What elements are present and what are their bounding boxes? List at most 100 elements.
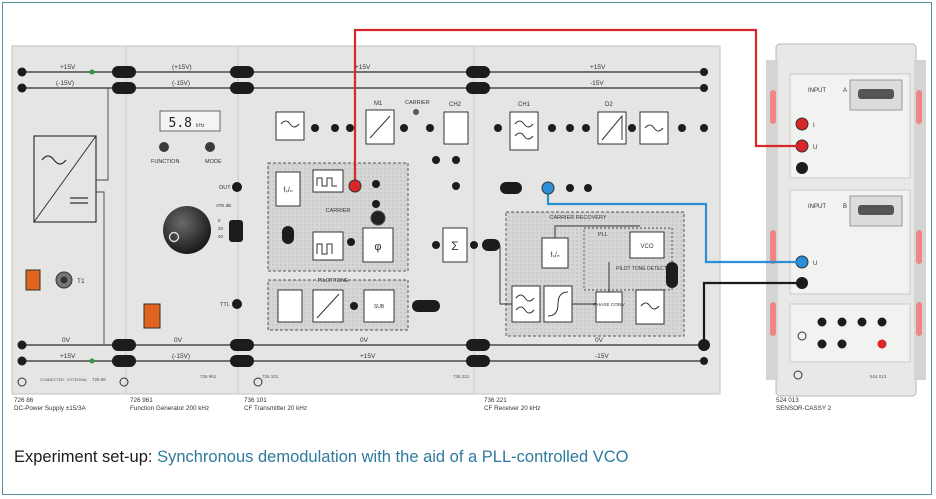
svg-text:PILOTTONE: PILOTTONE <box>317 278 348 284</box>
ac-symbol-icon <box>41 155 67 165</box>
svg-text:MODE: MODE <box>205 159 222 165</box>
mode-button[interactable] <box>205 142 215 152</box>
svg-text:CH1: CH1 <box>518 102 531 108</box>
rail-label: (-15V) <box>172 80 190 87</box>
frequency-knob[interactable] <box>163 206 211 254</box>
svg-text:fₛ/ₙ: fₛ/ₙ <box>283 187 293 194</box>
svg-text:fₛ/ₙ: fₛ/ₙ <box>550 252 560 259</box>
ground-icon <box>17 377 27 387</box>
function-generator-module: 5.8 kHz FUNCTION MODE OUT TTL ATE dB 0 2… <box>119 110 243 387</box>
module-name: DC-Power Supply ±15/3A <box>14 405 87 412</box>
phase-knob[interactable] <box>370 210 386 226</box>
rail-label: -15V <box>590 80 604 87</box>
input-filter-block <box>275 111 305 141</box>
svg-text:5.8: 5.8 <box>169 116 192 131</box>
rail-label: +15V <box>360 353 376 360</box>
ttl-socket[interactable] <box>232 299 242 309</box>
figure-caption: Experiment set-up: Synchronous demodulat… <box>14 448 629 467</box>
module-name: Function Generator 200 kHz <box>130 405 209 412</box>
carrier-knob[interactable] <box>413 109 419 115</box>
sum-block <box>442 227 468 263</box>
rail-label: +15V <box>60 353 76 360</box>
svg-text:INPUT: INPUT <box>808 88 826 94</box>
red-lead <box>353 28 802 186</box>
module-number: 726 961 <box>130 397 153 404</box>
svg-text:CARRIER RECOVERY: CARRIER RECOVERY <box>549 215 606 221</box>
ch1-filter-block <box>509 111 539 151</box>
svg-text:0: 0 <box>218 218 221 223</box>
svg-text:U: U <box>813 261 817 267</box>
fuse-label: T1 <box>77 278 85 285</box>
svg-text:524 013: 524 013 <box>870 374 887 379</box>
caption-title: Synchronous demodulation with the aid of… <box>157 448 629 466</box>
module-number: 736 221 <box>484 397 507 404</box>
module-number: 736 101 <box>244 397 267 404</box>
blue-lead <box>546 188 802 264</box>
red-plug[interactable] <box>348 179 362 193</box>
svg-text:φ: φ <box>374 241 381 253</box>
rail-labels: +15V (+15V) +15V +15V (-15V) (-15V) -15V… <box>56 64 609 360</box>
blue-plug[interactable] <box>541 181 555 195</box>
phase-conv-block <box>595 291 623 323</box>
svg-text:726 86: 726 86 <box>92 377 106 382</box>
module-number: 726 86 <box>14 397 34 404</box>
sensor-cassy-module: INPUT A I U INPUT B U 524 013 <box>766 43 926 397</box>
power-supply-module: T1 CONNECTED · EXTERNAL 726 86 <box>17 88 109 387</box>
svg-text:TTL: TTL <box>220 302 230 308</box>
rail-label: 0V <box>174 337 183 344</box>
module-number: 524 013 <box>776 397 799 404</box>
connection-leads <box>353 28 802 345</box>
power-rails <box>22 71 708 362</box>
m1-block <box>365 109 395 145</box>
rail-label: (-15V) <box>172 353 190 360</box>
rail-label: (-15V) <box>56 80 74 87</box>
pll-group <box>583 227 673 291</box>
cf-transmitter-module: M1 CARRIER CH2 fₛ/ₙ CARRIER φ PILOTTONE … <box>253 100 500 387</box>
attenuator-switch[interactable] <box>229 220 243 242</box>
svg-text:B: B <box>843 204 847 210</box>
svg-text:I: I <box>813 123 815 129</box>
rail-label: 0V <box>360 337 369 344</box>
out-socket[interactable] <box>232 182 242 192</box>
module-name: CF Transmitter 20 kHz <box>244 405 307 412</box>
vco-block <box>629 231 665 259</box>
rail-label: 0V <box>595 337 604 344</box>
rail-label: -15V <box>595 353 609 360</box>
input-a-ground-socket[interactable] <box>796 162 808 174</box>
module-captions: 726 86 DC-Power Supply ±15/3A 726 961 Fu… <box>14 397 832 412</box>
input-a-socket-i[interactable] <box>795 117 809 131</box>
cf-receiver-module: CH1 D2 CARRIER RECOVERY fₛ/ₙ PLL VCO PIL… <box>453 102 710 379</box>
rail-label: +15V <box>590 64 606 71</box>
generator-power-switch[interactable] <box>143 303 161 329</box>
svg-text:OUT: OUT <box>219 185 231 191</box>
svg-text:PLL: PLL <box>598 232 608 238</box>
svg-text:CARRIER: CARRIER <box>405 100 430 106</box>
power-switch[interactable] <box>25 269 41 291</box>
svg-text:726 961: 726 961 <box>200 374 217 379</box>
module-name: SENSOR-CASSY 2 <box>776 405 832 412</box>
svg-text:FUNCTION: FUNCTION <box>151 159 179 165</box>
svg-text:SUB: SUB <box>374 304 385 310</box>
experiment-setup-diagram: +15V (+15V) +15V +15V (-15V) (-15V) -15V… <box>11 28 926 412</box>
svg-text:20: 20 <box>218 226 224 231</box>
rail-sockets <box>17 66 708 367</box>
function-button[interactable] <box>159 142 169 152</box>
svg-text:PILOT TONE DETECTION: PILOT TONE DETECTION <box>616 266 676 272</box>
rail-label: +15V <box>60 64 76 71</box>
rail-label: +15V <box>355 64 371 71</box>
svg-text:736 221: 736 221 <box>453 374 470 379</box>
module-name: CF Receiver 20 kHz <box>484 405 540 412</box>
svg-text:M1: M1 <box>374 101 383 107</box>
svg-text:CH2: CH2 <box>449 102 462 108</box>
rail-label: 0V <box>62 337 71 344</box>
svg-text:726 101: 726 101 <box>262 374 279 379</box>
svg-text:INPUT: INPUT <box>808 204 826 210</box>
svg-text:PHASE CONV: PHASE CONV <box>593 302 625 308</box>
caption-prefix: Experiment set-up: <box>14 448 153 466</box>
ch2-filter-block <box>443 111 469 145</box>
svg-text:U: U <box>813 145 817 151</box>
frequency-display <box>159 110 221 132</box>
svg-text:CARRIER: CARRIER <box>326 208 351 214</box>
svg-text:CONNECTED · EXTERNAL: CONNECTED · EXTERNAL <box>40 378 87 382</box>
